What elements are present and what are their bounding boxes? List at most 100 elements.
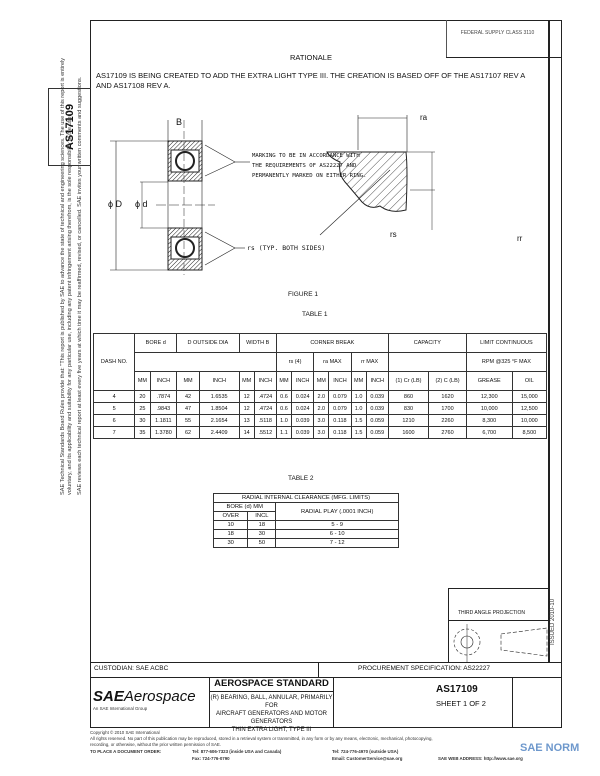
table-cell: 20 xyxy=(134,390,151,403)
label-rr: rr xyxy=(517,234,523,243)
web-address[interactable]: SAE WEB ADDRESS: http://www.sae.org xyxy=(438,756,523,761)
unit-header: MM xyxy=(275,371,293,391)
col-subgroup: RPM @325 °F MAX xyxy=(465,352,548,372)
table-cell: 0.6 xyxy=(275,390,293,403)
table-cell: 1.0 xyxy=(350,402,367,415)
right-margin-line xyxy=(548,20,550,662)
table-cell: 2.0 xyxy=(313,402,330,415)
table-cell: 3.0 xyxy=(313,414,330,427)
col-subgroup: ra MAX xyxy=(313,352,352,372)
table-1: DASH NO. BORE d D OUTSIDE DIA WIDTH B CO… xyxy=(92,333,548,439)
table-cell: 830 xyxy=(387,402,430,415)
table-cell: 1210 xyxy=(387,414,430,427)
col-subgroup: rs (4) xyxy=(275,352,315,372)
table-cell: 1.6535 xyxy=(198,390,240,403)
label-b: B xyxy=(176,117,183,127)
rs-note: rs (TYP. BOTH SIDES) xyxy=(247,244,326,252)
table-cell: .5118 xyxy=(253,414,277,427)
copyright: Copyright © 2010 SAE International xyxy=(90,730,160,735)
table-cell: 8,300 xyxy=(465,414,513,427)
divider xyxy=(512,677,513,728)
table-cell: 30 xyxy=(212,538,249,548)
table-cell: 1.5 xyxy=(350,414,367,427)
table-cell: 8,500 xyxy=(511,426,548,439)
unit-header: INCH xyxy=(149,371,178,391)
table-cell: 1.1811 xyxy=(149,414,178,427)
table-cell: 0.024 xyxy=(291,402,315,415)
table-cell: 1.0 xyxy=(275,414,293,427)
table-cell: 0.118 xyxy=(328,426,352,439)
figure-1-drawing xyxy=(110,115,435,275)
divider xyxy=(446,57,562,59)
table-cell: 6 - 10 xyxy=(275,529,399,539)
unit-header: MM xyxy=(238,371,255,391)
table-cell: 0.079 xyxy=(328,402,352,415)
table-cell: 25 xyxy=(134,402,151,415)
sae-aerospace-logo: SAEAerospace xyxy=(93,688,196,705)
unit-header: MM xyxy=(134,371,151,391)
unit-header: INCH xyxy=(365,371,389,391)
tel-intl: Tel: 724-776-4970 (outside USA) xyxy=(332,749,399,754)
table-cell: 3.0 xyxy=(313,426,330,439)
col-group: WIDTH B xyxy=(238,333,277,353)
table-cell: 0.039 xyxy=(291,414,315,427)
table-cell: .5512 xyxy=(253,426,277,439)
third-angle-projection-icon xyxy=(453,624,548,662)
table-cell: 7 - 12 xyxy=(275,538,399,548)
rights-text: All rights reserved. No part of this pub… xyxy=(90,736,433,741)
table-cell: 2260 xyxy=(428,414,467,427)
logo-subtitle: An SAE International Group xyxy=(93,706,148,711)
table-cell: 12 xyxy=(238,402,255,415)
t2-play-header: RADIAL PLAY (.0001 INCH) xyxy=(275,502,399,521)
label-outer-dia: ϕ D xyxy=(108,199,123,209)
table-cell: .4724 xyxy=(253,402,277,415)
figure-caption: FIGURE 1 xyxy=(288,291,318,298)
table-cell: 1.1 xyxy=(275,426,293,439)
unit-header: MM xyxy=(313,371,330,391)
table-cell: 12 xyxy=(238,390,255,403)
table-cell: 30 xyxy=(134,414,151,427)
table-cell: 12,500 xyxy=(511,402,548,415)
unit-header: GREASE xyxy=(465,371,513,391)
email[interactable]: Email: CustomerService@sae.org xyxy=(332,756,403,761)
table-cell: .9843 xyxy=(149,402,178,415)
divider xyxy=(90,662,562,664)
divider xyxy=(448,588,548,590)
table-cell: 62 xyxy=(176,426,200,439)
table-cell: 18 xyxy=(247,520,277,530)
table-cell: .4724 xyxy=(253,390,277,403)
col-subgroup: rr MAX xyxy=(350,352,389,372)
table-cell: 0.039 xyxy=(291,426,315,439)
divider xyxy=(318,662,319,677)
table-cell: 2760 xyxy=(428,426,467,439)
issued-date: ISSUED 2010-10 xyxy=(550,598,556,645)
order-label: TO PLACE A DOCUMENT ORDER: xyxy=(90,749,162,754)
t2-bore-header: BORE (d) MM xyxy=(212,502,277,512)
marking-note-line: THE REQUIREMENTS OF AS22227 AND xyxy=(252,163,357,169)
unit-header: INCH xyxy=(328,371,352,391)
spacer xyxy=(387,352,467,372)
table-cell: 55 xyxy=(176,414,200,427)
table-cell: 35 xyxy=(134,426,151,439)
divider xyxy=(448,620,548,622)
table-cell: 14 xyxy=(238,426,255,439)
label-rs: rs xyxy=(390,230,397,239)
table-cell: 47 xyxy=(176,402,200,415)
procurement-spec: PROCUREMENT SPECIFICATION: AS22227 xyxy=(358,665,490,672)
table-cell: 1700 xyxy=(428,402,467,415)
unit-header: MM xyxy=(350,371,367,391)
table-cell: .7874 xyxy=(149,390,178,403)
table-cell: 0.6 xyxy=(275,402,293,415)
col-group: CORNER BREAK xyxy=(275,333,389,353)
spacer xyxy=(134,352,277,372)
col-group: LIMIT CONTINUOUS xyxy=(465,333,548,353)
unit-header: (2) C (LB) xyxy=(428,371,467,391)
table-cell: 18 xyxy=(212,529,249,539)
table-cell: 0.039 xyxy=(365,402,389,415)
